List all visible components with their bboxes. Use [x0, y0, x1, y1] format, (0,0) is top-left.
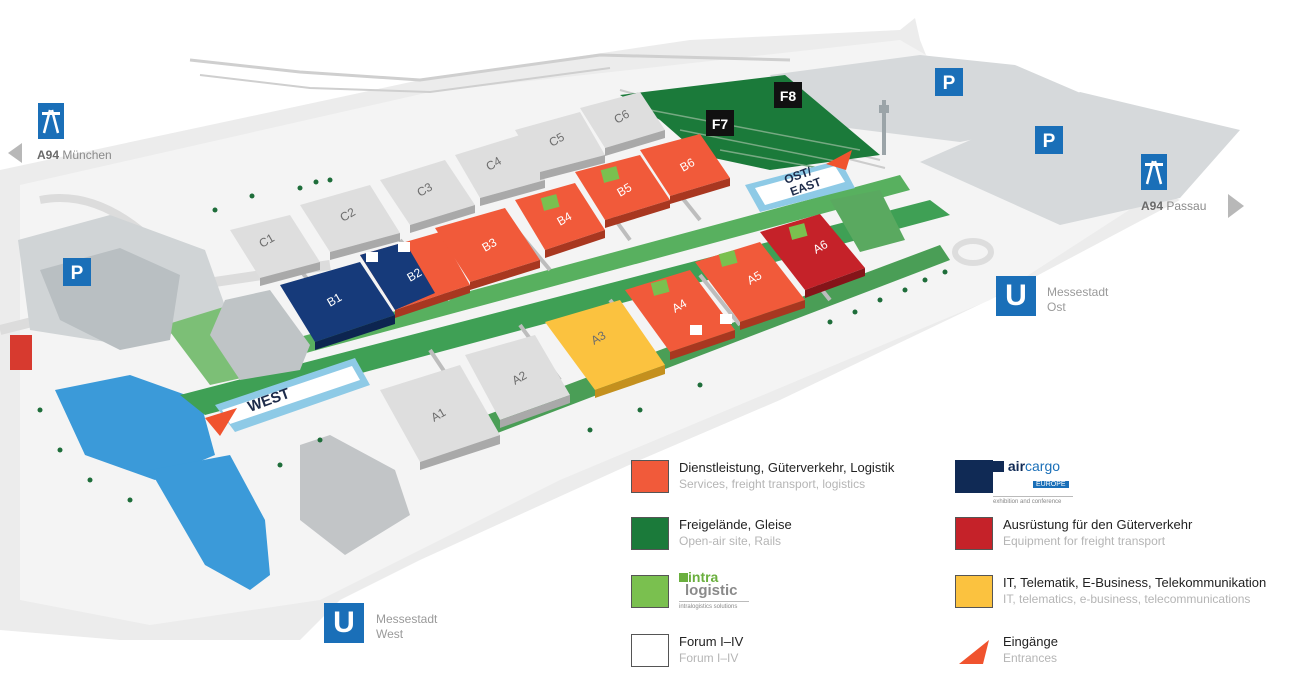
hall-label-a3: A3 — [589, 328, 609, 348]
legend-subtitle: Equipment for freight transport — [1003, 534, 1166, 548]
hall-sign-f7: F7 — [706, 110, 734, 136]
highway-label-west: A94 München — [37, 148, 112, 162]
legend-subtitle: Open-air site, Rails — [679, 534, 782, 548]
tower-icon — [879, 100, 889, 155]
highway-sign-west — [38, 103, 64, 139]
legend-subtitle: Forum I–IV — [679, 651, 739, 665]
svg-text:P: P — [943, 73, 956, 94]
svg-text:P: P — [71, 263, 84, 284]
legend-title: Freigelände, Gleise — [679, 517, 792, 532]
legend-item-services: Dienstleistung, Güterverkehr, Logistik S… — [631, 458, 961, 504]
legend-title: IT, Telematik, E-Business, Telekommunika… — [1003, 575, 1267, 590]
legend-swatch-services — [631, 460, 669, 493]
hall-row-b: B1 B2 B3 B4 B5 B6 — [280, 134, 730, 350]
hall-c6 — [580, 92, 665, 148]
parking-sign-2: P — [1035, 126, 1063, 154]
hall-label-b6: B6 — [678, 155, 698, 175]
hall-a1 — [380, 365, 500, 462]
hall-label-c1: C1 — [257, 231, 278, 251]
highway-label-east: A94 Passau — [1141, 199, 1207, 213]
hall-b5 — [575, 155, 670, 220]
hall-row-c: C1 C2 C3 C4 C5 C6 — [230, 92, 665, 286]
legend-item-openair: Freigelände, Gleise Open-air site, Rails — [631, 515, 961, 561]
legend-swatch-it — [955, 575, 993, 608]
ubahn-east-icon: U — [996, 276, 1036, 316]
legend-item-aircargo — [955, 458, 1285, 504]
hall-label-b3: B3 — [480, 235, 500, 255]
hall-label-a1: A1 — [429, 405, 449, 425]
hall-label-b5: B5 — [615, 180, 635, 200]
svg-text:P: P — [1043, 131, 1056, 152]
svg-text:F7: F7 — [712, 116, 729, 132]
legend-subtitle: Services, freight transport, logistics — [679, 477, 866, 491]
hall-a6 — [760, 214, 865, 290]
highway-sign-east — [1141, 154, 1167, 190]
legend-item-intralogistic — [631, 573, 961, 619]
aircargo-logo: aircargo EUROPE exhibition and conferenc… — [993, 459, 1073, 505]
hall-sign-f8: F8 — [774, 82, 802, 108]
legend-title: Dienstleistung, Güterverkehr, Logistik — [679, 460, 895, 475]
hall-c4 — [455, 135, 545, 198]
hall-label-c2: C2 — [338, 205, 359, 225]
trees — [37, 177, 948, 503]
hall-b3 — [435, 208, 540, 282]
hall-label-c3: C3 — [415, 180, 436, 200]
legend-swatch-equipment — [955, 517, 993, 550]
hall-b4 — [515, 183, 605, 250]
hall-a4 — [625, 270, 735, 352]
legend-title: Eingänge — [1003, 634, 1058, 649]
hall-label-a6: A6 — [811, 237, 831, 257]
hall-label-a2: A2 — [510, 368, 530, 388]
arrow-right-icon — [1228, 194, 1244, 218]
hall-label-b2: B2 — [405, 265, 425, 285]
legend-item-forum: Forum I–IV Forum I–IV — [631, 632, 961, 678]
legend-swatch-openair — [631, 517, 669, 550]
hall-b1 — [280, 262, 395, 342]
water — [55, 375, 270, 590]
arrow-left-icon — [8, 143, 22, 163]
hall-label-c5: C5 — [547, 130, 568, 150]
hall-a3 — [545, 300, 665, 390]
legend-title: Ausrüstung für den Güterverkehr — [1003, 517, 1193, 532]
legend-swatch-aircargo — [955, 460, 993, 493]
intralogistic-logo: intra logistic intralogistics solutions — [679, 570, 749, 610]
hall-label-a5: A5 — [745, 268, 765, 288]
ubahn-west-icon: U — [324, 603, 364, 643]
legend-title: Forum I–IV — [679, 634, 744, 649]
parking-sign-3: P — [63, 258, 91, 286]
legend-item-it: IT, Telematik, E-Business, Telekommunika… — [955, 573, 1285, 619]
entrance-arrow-east — [826, 150, 852, 170]
hall-c3 — [380, 160, 475, 225]
hall-c1 — [230, 215, 320, 278]
hall-label-b4: B4 — [555, 209, 575, 229]
legend-swatch-intralogistic — [631, 575, 669, 608]
entrance-arrow-west — [205, 408, 237, 436]
hall-c2 — [300, 185, 400, 252]
hall-a2 — [465, 335, 570, 420]
legend-swatch-forum — [631, 634, 669, 667]
entrance-arrow-icon — [959, 640, 989, 664]
legend-subtitle: IT, telematics, e-business, telecommunic… — [1003, 592, 1251, 606]
hall-label-b1: B1 — [325, 290, 345, 310]
hall-c5 — [515, 112, 605, 172]
hall-label-c4: C4 — [484, 154, 505, 174]
legend-item-entrances: Eingänge Entrances — [955, 632, 1285, 678]
hall-b6 — [640, 134, 730, 196]
legend-item-equipment: Ausrüstung für den Güterverkehr Equipmen… — [955, 515, 1285, 561]
legend-subtitle: Entrances — [1003, 651, 1058, 665]
hall-row-a: A1 A2 A3 A4 A5 A6 — [380, 214, 865, 470]
svg-text:F8: F8 — [780, 88, 797, 104]
hall-label-a4: A4 — [670, 296, 690, 316]
parking-sign-1: P — [935, 68, 963, 96]
open-air-site — [620, 75, 880, 170]
hall-label-c6: C6 — [612, 107, 633, 127]
